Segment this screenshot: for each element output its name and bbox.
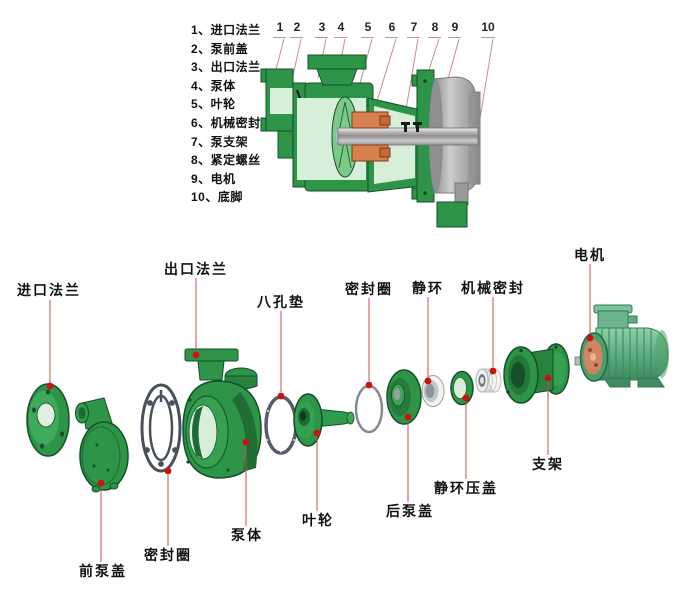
part-mechanical-seal [475, 368, 502, 393]
section-number-2: 2 [293, 20, 301, 34]
label-rear-cover: 后泵盖 [386, 503, 434, 519]
cs-set-screws [401, 122, 422, 132]
label-static-ring-gland: 静环压盖 [434, 480, 498, 496]
cross-section-diagram [260, 37, 495, 228]
label-seal-ring-bottom: 密封圈 [144, 547, 192, 563]
cs-inlet-flange [260, 68, 294, 159]
part-eight-hole-gasket [264, 395, 298, 455]
legend-item: 10、底脚 [191, 190, 243, 205]
section-number-7: 7 [410, 20, 418, 34]
cs-shaft [336, 127, 479, 146]
part-front-cover [75, 397, 129, 493]
part-o-ring [354, 384, 384, 434]
label-inlet-flange: 进口法兰 [17, 282, 81, 298]
part-motor [574, 304, 669, 388]
part-bracket [503, 343, 570, 404]
label-static-ring: 静环 [412, 280, 444, 296]
legend-item: 2、泵前盖 [191, 41, 249, 56]
label-outlet-flange: 出口法兰 [164, 261, 228, 277]
section-number-9: 9 [451, 20, 459, 34]
label-eight-hole-gasket: 八孔垫 [257, 294, 305, 310]
section-number-10: 10 [481, 20, 495, 34]
label-pump-body: 泵体 [231, 527, 263, 543]
legend-item: 7、泵支架 [191, 134, 249, 149]
callout-dots [46, 334, 594, 487]
label-mechanical-seal: 机械密封 [461, 280, 525, 296]
legend-item: 3、出口法兰 [191, 60, 261, 75]
cs-mechanical-seal [351, 111, 391, 162]
legend-item: 6、机械密封 [191, 115, 261, 130]
exploded-view [26, 264, 669, 562]
label-motor: 电机 [574, 247, 606, 263]
part-gasket [140, 383, 182, 473]
cs-foot [436, 182, 469, 228]
section-number-3: 3 [318, 20, 326, 34]
callout-lines [49, 264, 591, 562]
part-pump-body [182, 348, 262, 479]
cs-outlet-flange [307, 54, 367, 86]
parts-legend: 1、进口法兰 2、泵前盖 3、出口法兰 4、泵体 5、叶轮 6、机械密封 7、泵… [191, 21, 286, 207]
label-bracket: 支架 [532, 456, 564, 472]
section-number-1: 1 [276, 20, 284, 34]
label-seal-ring-top: 密封圈 [345, 281, 393, 297]
part-inlet-flange [26, 383, 70, 457]
legend-item: 4、泵体 [191, 78, 236, 93]
label-front-cover: 前泵盖 [79, 563, 127, 579]
legend-item: 8、紧定螺丝 [191, 153, 261, 168]
label-impeller: 叶轮 [302, 512, 334, 528]
legend-item: 5、叶轮 [191, 97, 236, 112]
legend-item: 1、进口法兰 [191, 23, 261, 37]
part-static-ring-gland [450, 370, 474, 406]
section-number-8: 8 [431, 20, 439, 34]
legend-item: 9、电机 [191, 171, 236, 186]
part-rear-cover [386, 369, 422, 425]
section-number-5: 5 [364, 20, 372, 34]
part-impeller [293, 393, 355, 447]
section-number-6: 6 [388, 20, 396, 34]
section-number-4: 4 [337, 20, 345, 34]
